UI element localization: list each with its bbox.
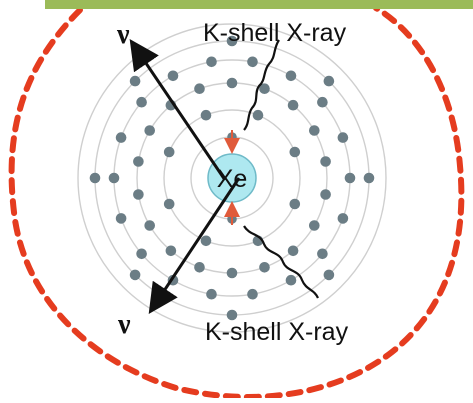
electron-dot bbox=[317, 248, 328, 260]
electron-dot bbox=[252, 109, 264, 121]
electron-dot bbox=[247, 288, 258, 300]
electron-dot bbox=[136, 96, 147, 108]
electron-dot bbox=[344, 172, 356, 184]
electron-dot bbox=[89, 172, 101, 184]
electron-dot bbox=[163, 198, 175, 210]
electron-dot bbox=[363, 172, 375, 184]
electron-dot bbox=[259, 83, 270, 94]
electron-dot bbox=[337, 132, 349, 143]
electron-dot bbox=[226, 77, 238, 89]
electron-shell-ring bbox=[163, 109, 301, 247]
dashed-boundary-circle bbox=[8, 5, 465, 400]
electron-dot bbox=[226, 267, 238, 279]
neutrino-arrow-top bbox=[129, 39, 227, 181]
electron-dot bbox=[163, 146, 175, 158]
electron-dot bbox=[133, 156, 144, 167]
electron-dot bbox=[194, 83, 205, 94]
electron-dot bbox=[309, 125, 320, 136]
electron-dot bbox=[323, 75, 335, 87]
electron-dot bbox=[323, 269, 335, 281]
electron-dot bbox=[115, 213, 127, 224]
xray-wave-top bbox=[243, 39, 280, 131]
electron-dot bbox=[165, 245, 177, 257]
electron-dot bbox=[226, 35, 238, 47]
electron-dot bbox=[287, 245, 299, 257]
electron-dot bbox=[309, 220, 320, 231]
electron-dot bbox=[289, 146, 301, 158]
electron-dot bbox=[337, 213, 349, 224]
neutrino-symbol-bottom: ν bbox=[117, 309, 131, 340]
electron-dot bbox=[129, 269, 141, 281]
electron-dot bbox=[285, 70, 297, 82]
electron-dot bbox=[200, 235, 212, 247]
electron-dot bbox=[206, 288, 217, 300]
k-shell-xray-label-bottom: K-shell X-ray bbox=[205, 318, 349, 346]
header-accent-bar bbox=[45, 0, 473, 9]
electron-dot bbox=[259, 262, 270, 273]
neutrino-arrow-bottom bbox=[148, 177, 241, 314]
k-shell-xray-label-top: K-shell X-ray bbox=[203, 19, 347, 47]
electron-dot bbox=[133, 189, 144, 200]
electron-dot bbox=[320, 189, 331, 200]
electron-dot bbox=[194, 262, 205, 273]
electron-dot bbox=[320, 156, 331, 167]
electron-dot bbox=[317, 96, 328, 108]
electron-dot bbox=[108, 172, 120, 184]
electron-dot bbox=[144, 125, 155, 136]
electron-dot bbox=[136, 248, 147, 260]
electron-dot bbox=[200, 109, 212, 121]
electron-dot bbox=[115, 132, 127, 143]
electron-dot bbox=[144, 220, 155, 231]
neutrino-symbol-top: ν bbox=[116, 19, 130, 50]
electron-dot bbox=[289, 198, 301, 210]
electron-dot bbox=[129, 75, 141, 87]
electron-shell-ring bbox=[77, 23, 387, 333]
electron-dot bbox=[247, 56, 258, 68]
electron-dot bbox=[287, 99, 299, 111]
xray-wave-bottom bbox=[243, 225, 320, 299]
electron-dot bbox=[285, 274, 297, 286]
electron-dot bbox=[226, 309, 238, 321]
electron-dot bbox=[167, 70, 179, 82]
electron-dot bbox=[206, 56, 217, 68]
